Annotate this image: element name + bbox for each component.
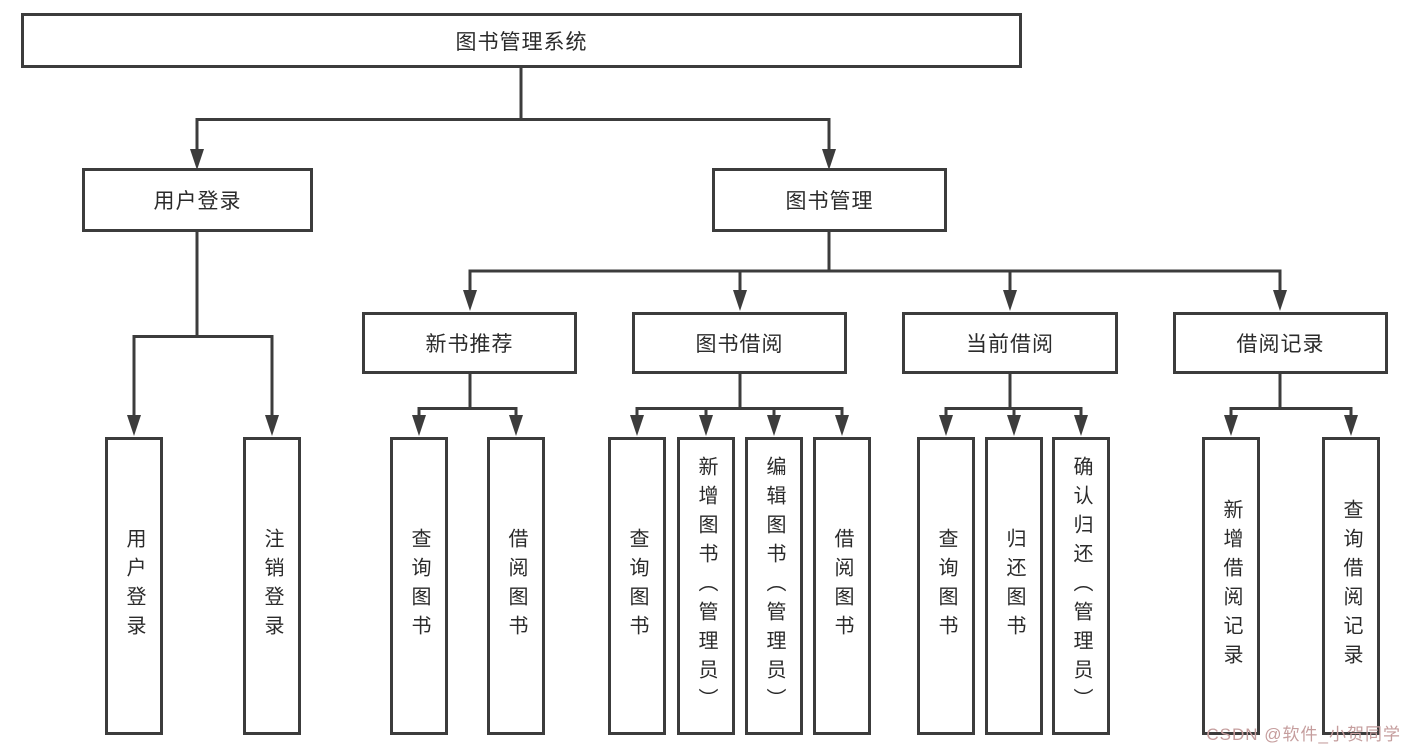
csdn-watermark: CSDN @软件_小贺同学 xyxy=(1206,725,1401,744)
leaf-query-books-2: 查询图书 xyxy=(608,437,666,735)
leaf-return-books: 归还图书 xyxy=(985,437,1043,735)
node-label: 当前借阅 xyxy=(966,333,1054,356)
node-user-login: 用户登录 xyxy=(82,168,313,232)
leaf-label: 查询图书 xyxy=(935,528,957,644)
leaf-query-books-3: 查询图书 xyxy=(917,437,975,735)
node-label: 图书管理 xyxy=(785,190,874,213)
node-borrow-record: 借阅记录 xyxy=(1173,312,1388,374)
leaf-add-borrow-record: 新增借阅记录 xyxy=(1202,437,1260,735)
node-label: 图书管理系统 xyxy=(455,30,588,54)
leaf-label: 注销登录 xyxy=(261,528,283,644)
node-label: 新书推荐 xyxy=(425,333,514,356)
node-book-borrow: 图书借阅 xyxy=(632,312,847,374)
leaf-logout: 注销登录 xyxy=(243,437,301,735)
leaf-label: 借阅图书 xyxy=(831,528,853,644)
leaf-edit-books-admin: 编辑图书（管理员） xyxy=(745,437,803,735)
node-label: 用户登录 xyxy=(153,190,242,213)
node-current-borrow: 当前借阅 xyxy=(902,312,1118,374)
leaf-borrow-books-2: 借阅图书 xyxy=(813,437,871,735)
leaf-label: 查询图书 xyxy=(408,528,430,644)
leaf-user-login: 用户登录 xyxy=(105,437,163,735)
leaf-label: 查询图书 xyxy=(626,528,648,644)
leaf-label: 用户登录 xyxy=(123,528,145,644)
leaf-label: 新增图书（管理员） xyxy=(695,455,717,717)
leaf-query-borrow-record: 查询借阅记录 xyxy=(1322,437,1380,735)
leaf-borrow-books-1: 借阅图书 xyxy=(487,437,545,735)
leaf-label: 借阅图书 xyxy=(505,528,527,644)
leaf-label: 新增借阅记录 xyxy=(1220,499,1242,673)
leaf-confirm-return-admin: 确认归还（管理员） xyxy=(1052,437,1110,735)
node-book-management: 图书管理 xyxy=(712,168,947,232)
node-system-root: 图书管理系统 xyxy=(21,13,1022,68)
leaf-label: 编辑图书（管理员） xyxy=(763,455,785,717)
leaf-query-books-1: 查询图书 xyxy=(390,437,448,735)
node-new-book-recommend: 新书推荐 xyxy=(362,312,577,374)
leaf-label: 确认归还（管理员） xyxy=(1070,455,1092,717)
leaf-label: 查询借阅记录 xyxy=(1340,499,1362,673)
node-label: 借阅记录 xyxy=(1236,333,1325,356)
leaf-label: 归还图书 xyxy=(1003,528,1025,644)
node-label: 图书借阅 xyxy=(695,333,784,356)
leaf-add-books-admin: 新增图书（管理员） xyxy=(677,437,735,735)
